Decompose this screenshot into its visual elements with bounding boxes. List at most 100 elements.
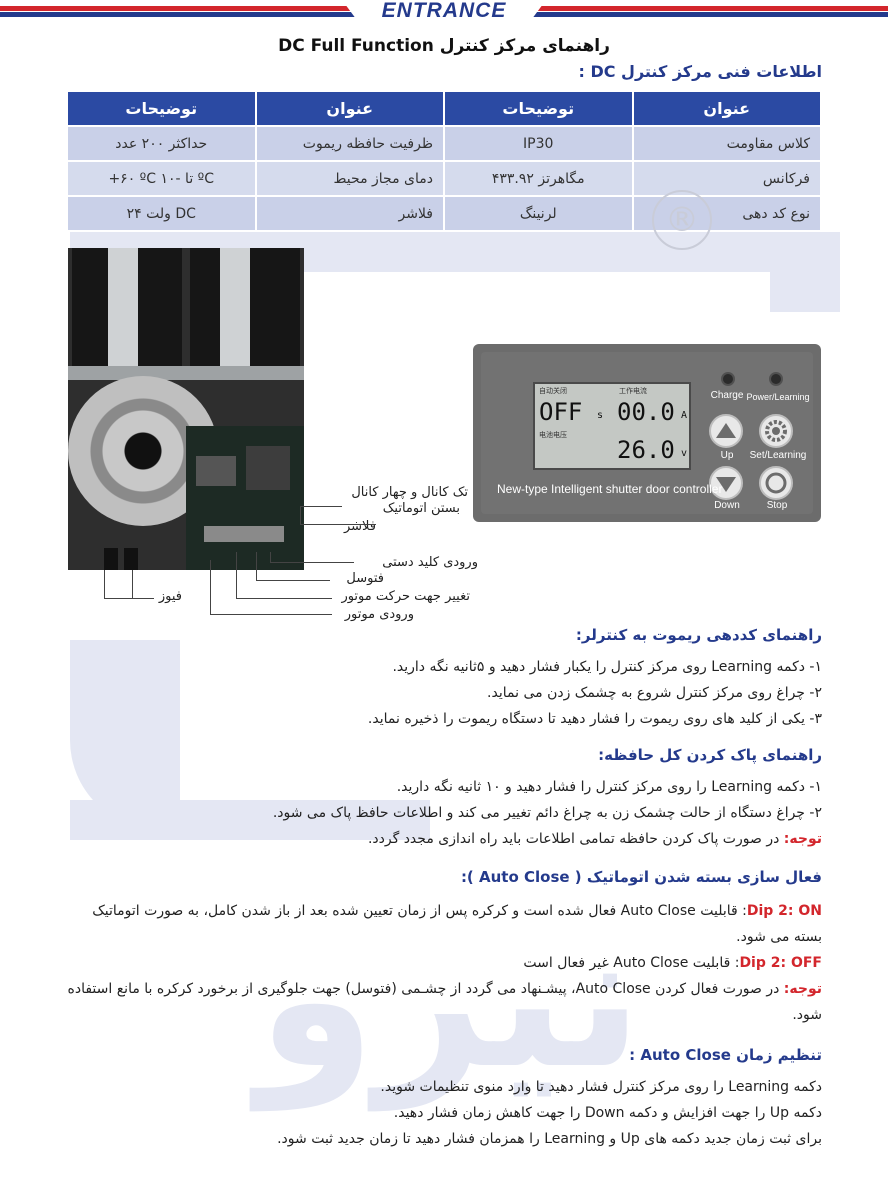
note-text: در صورت پاک کردن حافظه تمامی اطلاعات بای… bbox=[367, 831, 784, 847]
remote-guide-title: راهنمای کددهی ریموت به کنترلر: bbox=[575, 626, 822, 644]
lcd-label: 电池电压 bbox=[539, 431, 567, 439]
lcd-label: 工作电流 bbox=[619, 387, 647, 395]
controller-model-text: New-type Intelligent shutter door contro… bbox=[497, 482, 723, 496]
callout-motor-input: ورودی موتور bbox=[344, 607, 414, 622]
leader-line bbox=[104, 570, 105, 598]
list-item: برای ثبت زمان جدید دکمه های Up و Learnin… bbox=[277, 1131, 822, 1147]
callout-direction: تغییر جهت حرکت موتور bbox=[341, 589, 470, 604]
up-button[interactable] bbox=[709, 414, 743, 448]
list-item: ۱- دکمه Learning را روی مرکز کنترل را فش… bbox=[396, 779, 822, 795]
fuse-holder bbox=[104, 548, 118, 570]
lcd-voltage: 26.0 bbox=[617, 436, 675, 464]
auto-close-note: توجه: در صورت فعال کردن Auto Close، پیشـ… bbox=[66, 976, 822, 1028]
power-label: Power/Learning bbox=[746, 392, 810, 402]
leader-line bbox=[270, 552, 271, 562]
watermark-text: نیرو bbox=[257, 889, 648, 1110]
battery-strap bbox=[108, 248, 138, 378]
stop-label: Stop bbox=[766, 500, 788, 511]
callout-manual-key: ورودی کلید دستی bbox=[382, 555, 478, 570]
pcb bbox=[186, 426, 304, 570]
power-led bbox=[769, 372, 783, 386]
brand-banner: ENTRANCE bbox=[381, 0, 507, 22]
table-row: کلاس مقاومت IP30 ظرفیت حافظه ریموت حداکث… bbox=[66, 125, 822, 162]
spec-header: توضیحات bbox=[443, 90, 634, 127]
dip-off-label: Dip 2: OFF bbox=[739, 955, 822, 971]
list-item: دکمه Up را جهت افزایش و دکمه Down را جهت… bbox=[393, 1105, 822, 1121]
leader-line bbox=[210, 560, 211, 614]
spec-cell: دمای مجاز محیط bbox=[254, 160, 445, 197]
set-learning-button[interactable] bbox=[759, 414, 793, 448]
note-label: توجه: bbox=[783, 981, 822, 997]
leader-line bbox=[236, 598, 332, 599]
leader-line bbox=[256, 552, 257, 580]
battery-strap bbox=[220, 248, 250, 378]
top-banner: ENTRANCE bbox=[0, 0, 888, 22]
callout-channels: تک کانال و چهار کانال bbox=[351, 485, 468, 500]
spec-section-title: اطلاعات فنی مرکز کنترل DC : bbox=[578, 62, 822, 81]
leader-line bbox=[300, 506, 301, 524]
auto-close-body: Dip 2: ON: قابلیت Auto Close فعال شده اس… bbox=[66, 898, 822, 1028]
spec-cell: فرکانس bbox=[631, 160, 822, 197]
list-item: ۲- چراغ دستگاه از حالت چشمک زن به چراغ د… bbox=[272, 805, 822, 821]
leader-line bbox=[236, 552, 237, 598]
leader-line bbox=[256, 580, 330, 581]
fuse-holder bbox=[124, 548, 138, 570]
charge-label: Charge bbox=[710, 390, 744, 401]
table-row: فرکانس ۴۳۳.۹۲ مگاهرتز دمای مجاز محیط +۶۰… bbox=[66, 160, 822, 197]
dip-off-text: : قابلیت Auto Close غیر فعال است bbox=[523, 955, 740, 971]
dip-on-label: Dip 2: ON bbox=[746, 903, 822, 919]
stop-button[interactable] bbox=[759, 466, 793, 500]
memory-note: توجه: در صورت پاک کردن حافظه تمامی اطلاع… bbox=[66, 826, 822, 852]
spec-cell: کلاس مقاومت bbox=[631, 125, 822, 162]
spec-header: توضیحات bbox=[66, 90, 257, 127]
spec-cell: فلاشر bbox=[254, 195, 445, 232]
list-item: ۲- چراغ روی مرکز کنترل شروع به چشمک زدن … bbox=[487, 685, 822, 701]
time-setting-lines: دکمه Learning را روی مرکز کنترل فشار دهی… bbox=[66, 1074, 822, 1152]
spec-cell: ۲۴ ولت DC bbox=[66, 195, 257, 232]
set-learning-label: Set/Learning bbox=[749, 450, 807, 461]
spec-cell: IP30 bbox=[443, 125, 634, 162]
stop-icon bbox=[765, 472, 787, 494]
lcd-unit: A bbox=[681, 410, 688, 421]
leader-line bbox=[300, 506, 342, 507]
lcd-auto-close: OFF bbox=[539, 398, 583, 426]
spec-header-row: عنوان توضیحات عنوان توضیحات bbox=[66, 90, 822, 127]
spec-cell: ظرفیت حافظه ریموت bbox=[254, 125, 445, 162]
controller-photo: 自动关闭 工作电流 OFF s 00.0 A 电池电压 26.0 v Charg… bbox=[473, 344, 821, 522]
leader-line bbox=[104, 598, 154, 599]
memory-clear-title: راهنمای پاک کردن کل حافظه: bbox=[598, 746, 822, 764]
control-board-photo bbox=[68, 248, 304, 570]
lcd-unit: v bbox=[681, 448, 688, 459]
note-text: در صورت فعال کردن Auto Close، پیشـنهاد م… bbox=[67, 981, 822, 1023]
spec-cell: حداکثر ۲۰۰ عدد bbox=[66, 125, 257, 162]
watermark-bar-5 bbox=[70, 800, 430, 840]
spec-cell: ۴۳۳.۹۲ مگاهرتز bbox=[443, 160, 634, 197]
leader-line bbox=[132, 570, 133, 598]
leader-line bbox=[300, 524, 376, 525]
lcd-unit: s bbox=[597, 410, 604, 421]
list-item: ۱- دکمه Learning روی مرکز کنترل را یکبار… bbox=[392, 659, 822, 675]
down-arrow-icon bbox=[716, 477, 736, 492]
time-setting-title: تنظیم زمان Auto Close : bbox=[629, 1046, 822, 1064]
banner-tab bbox=[342, 0, 546, 22]
spec-table: عنوان توضیحات عنوان توضیحات کلاس مقاومت … bbox=[66, 90, 822, 232]
lcd-display: 自动关闭 工作电流 OFF s 00.0 A 电池电压 26.0 v bbox=[533, 382, 691, 470]
list-item: ۳- یکی از کلید های روی ریموت را فشار دهی… bbox=[367, 711, 822, 727]
up-arrow-icon bbox=[716, 423, 736, 438]
callout-fuse: فیوز bbox=[158, 589, 182, 604]
callout-photocell: فتوسل bbox=[346, 571, 384, 586]
note-label: توجه: bbox=[783, 831, 822, 847]
spec-header: عنوان bbox=[631, 90, 822, 127]
down-button[interactable] bbox=[709, 466, 743, 500]
leader-line bbox=[210, 614, 332, 615]
document-title: راهنمای مرکز کنترل DC Full Function bbox=[278, 36, 610, 56]
dip-on-line: Dip 2: ON: قابلیت Auto Close فعال شده اس… bbox=[66, 898, 822, 950]
relay bbox=[196, 456, 236, 486]
terminal-block bbox=[204, 526, 284, 542]
callout-auto-close: بستن اتوماتیک bbox=[382, 501, 460, 516]
controller-panel: 自动关闭 工作电流 OFF s 00.0 A 电池电压 26.0 v Charg… bbox=[481, 352, 813, 514]
lcd-label: 自动关闭 bbox=[539, 387, 567, 395]
mount-plate bbox=[68, 366, 304, 380]
up-label: Up bbox=[720, 450, 734, 461]
charge-led bbox=[721, 372, 735, 386]
